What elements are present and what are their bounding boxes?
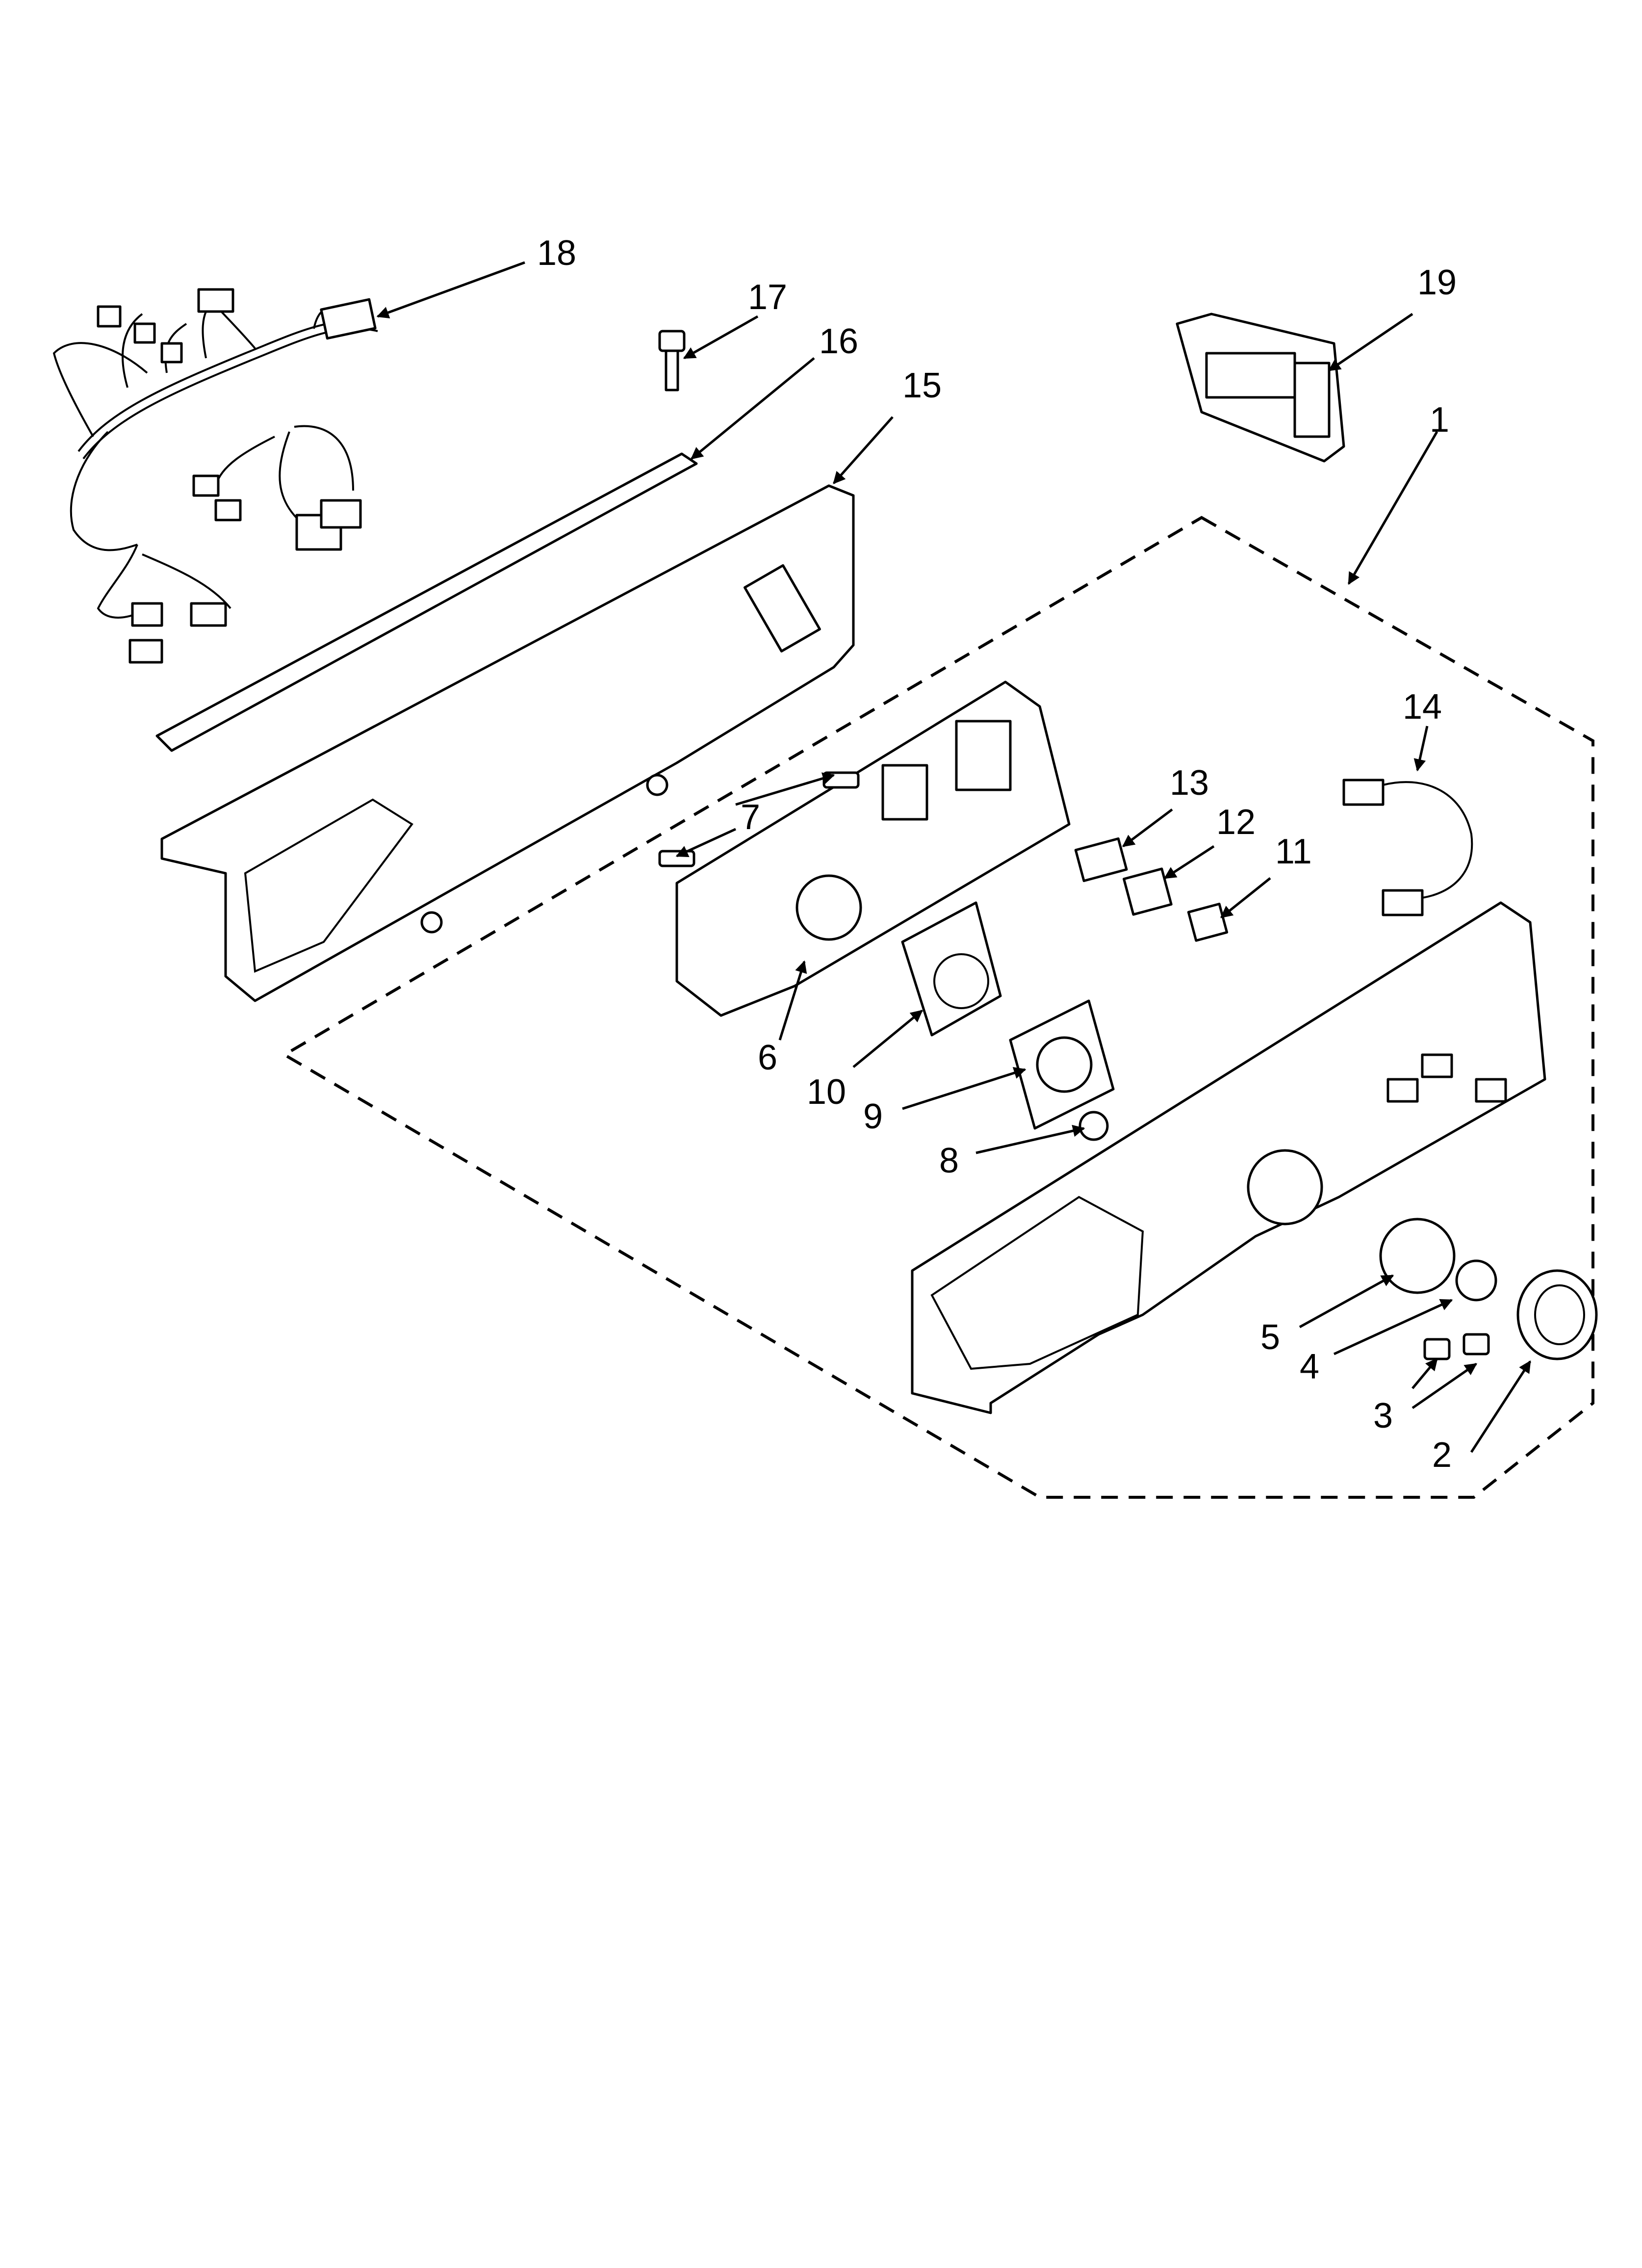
switch-part-13	[1074, 837, 1128, 883]
callout-13: 13	[1170, 763, 1209, 803]
wire-harness-part-18	[52, 288, 378, 664]
callout-8: 8	[939, 1141, 959, 1180]
encoder-part-9	[1009, 999, 1115, 1130]
callout-7: 7	[741, 798, 760, 837]
callout-1: 1	[1430, 400, 1449, 440]
callout-5: 5	[1260, 1318, 1280, 1357]
callout-12: 12	[1216, 803, 1256, 842]
callout-3: 3	[1373, 1396, 1393, 1435]
callout-18: 18	[537, 234, 576, 273]
user-interface-housing-part-6	[675, 680, 1071, 1017]
callout-4: 4	[1300, 1347, 1319, 1386]
console-panel-part-1	[911, 901, 1546, 1414]
callout-15: 15	[902, 366, 942, 405]
callout-14: 14	[1403, 687, 1442, 727]
callout-11: 11	[1275, 832, 1312, 871]
bezel-ring-part-5	[1379, 1218, 1456, 1294]
light-pipe-part-10	[901, 901, 1002, 1037]
wiring-lead-part-14	[1342, 779, 1473, 916]
callout-6: 6	[758, 1038, 777, 1077]
callout-9: 9	[863, 1097, 883, 1136]
assembly-boundary-dashed	[282, 516, 1594, 1499]
screw-part-17	[658, 330, 686, 391]
callout-16: 16	[819, 322, 858, 361]
shaft-adapter-part-4	[1455, 1259, 1497, 1302]
callout-10: 10	[807, 1072, 846, 1112]
callout-labels: 18 17 16 15 19 1 14 13 12 11 7 6 10 9 8 …	[537, 234, 1457, 1475]
control-module-part-19	[1176, 313, 1345, 463]
knob-part-2	[1516, 1269, 1598, 1360]
bracket-strip-part-16	[155, 452, 698, 752]
leader-lines	[376, 261, 1532, 1453]
callout-19: 19	[1417, 263, 1457, 302]
console-frame-part-15	[160, 484, 855, 1002]
screws-part-3	[1423, 1333, 1490, 1360]
callout-17: 17	[748, 278, 787, 317]
callout-2: 2	[1432, 1435, 1452, 1475]
button-part-11	[1187, 902, 1229, 942]
disc-part-8	[1078, 1111, 1109, 1141]
switch-part-12	[1123, 867, 1173, 916]
